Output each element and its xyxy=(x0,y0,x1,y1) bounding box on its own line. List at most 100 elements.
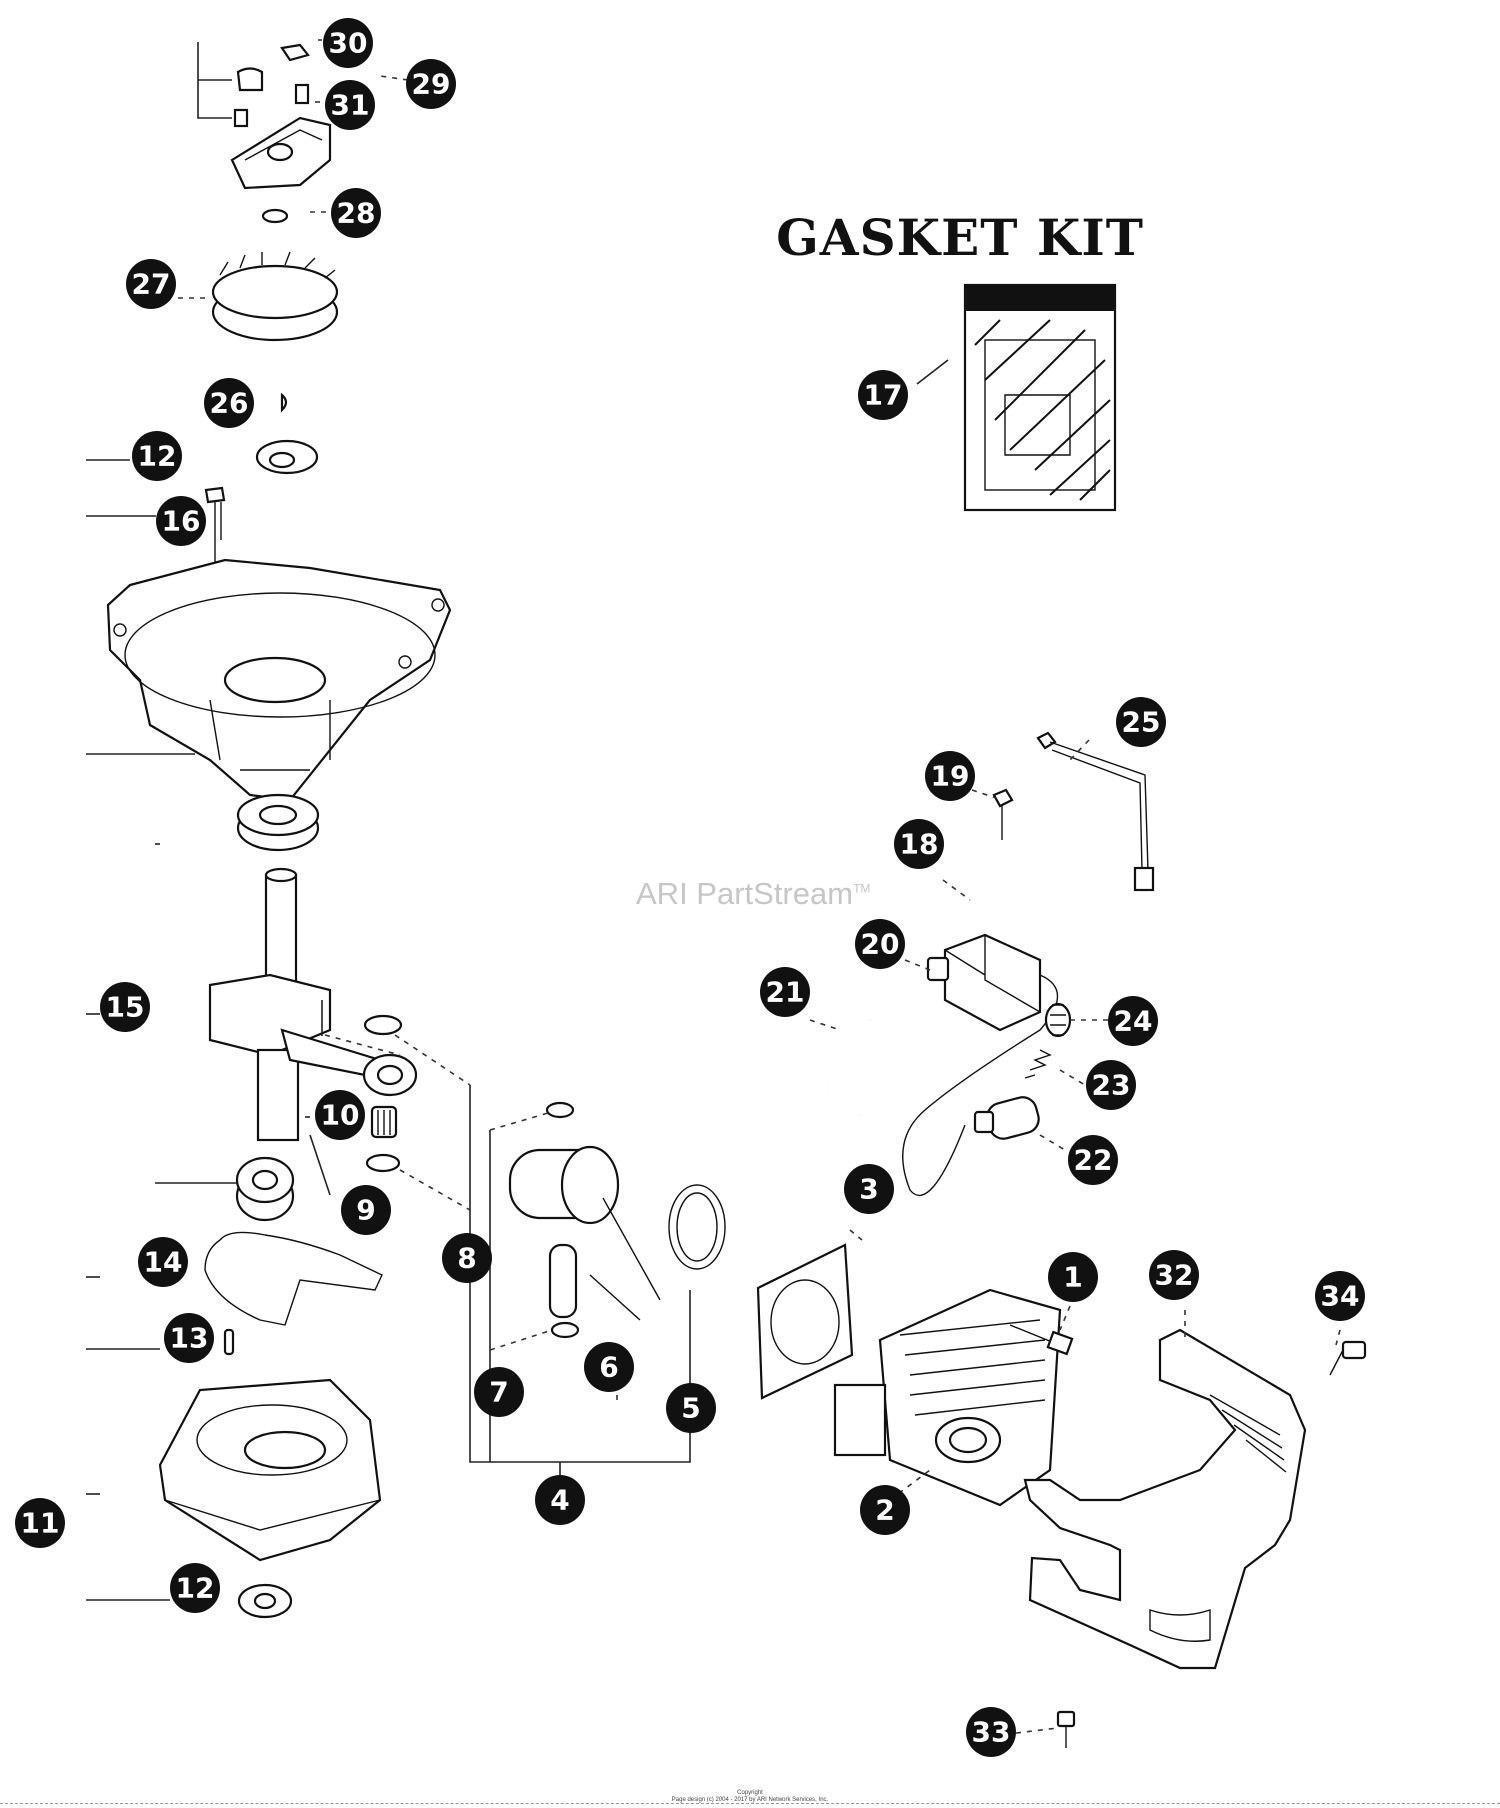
part-bearing-upper xyxy=(236,793,320,852)
svg-text:4: 4 xyxy=(550,1484,569,1517)
svg-text:23: 23 xyxy=(1092,1069,1131,1102)
part-washer-8 xyxy=(363,1014,403,1036)
svg-text:8: 8 xyxy=(457,1242,476,1275)
copyright-line-1: Copyright xyxy=(737,1790,763,1796)
svg-text:3: 3 xyxy=(859,1173,878,1206)
part-seal-12-top xyxy=(255,439,319,475)
part-ignition-coil xyxy=(902,933,1058,1196)
callout-13: 13 xyxy=(164,1313,214,1363)
callout-29: 29 xyxy=(406,59,456,109)
callout-18: 18 xyxy=(894,819,944,869)
part-crankcase-upper xyxy=(106,558,452,802)
part-tube-21-inner xyxy=(827,1019,871,1119)
part-spring-23 xyxy=(1024,1049,1052,1079)
callout-7: 7 xyxy=(474,1367,524,1417)
callout-20: 20 xyxy=(855,919,905,969)
callout-9: 9 xyxy=(341,1185,391,1235)
svg-text:18: 18 xyxy=(900,828,939,861)
part-bolt-1 xyxy=(1009,1324,1074,1356)
callout-28: 28 xyxy=(331,188,381,238)
svg-text:6: 6 xyxy=(599,1351,618,1384)
callout-24: 24 xyxy=(1108,996,1158,1046)
gasket-kit-box xyxy=(916,283,1117,512)
callout-4: 4 xyxy=(535,1475,585,1525)
copyright-line-2: Page design (c) 2004 - 2017 by ARI Netwo… xyxy=(671,1797,829,1803)
copyright-notice: Copyright Page design (c) 2004 - 2017 by… xyxy=(580,1790,920,1804)
callout-5: 5 xyxy=(666,1383,716,1433)
leader-lines xyxy=(86,39,1341,1734)
watermark-trademark: TM xyxy=(853,881,871,896)
part-plug-cap-22 xyxy=(973,1096,1040,1140)
callout-26: 26 xyxy=(204,378,254,428)
bottom-divider xyxy=(0,1803,1500,1805)
part-gasket-14 xyxy=(204,1231,383,1326)
watermark-text: ARI PartStream xyxy=(636,876,854,911)
part-engine-cover xyxy=(1023,1328,1307,1670)
callout-12-top: 12 xyxy=(132,431,182,481)
callout-14: 14 xyxy=(138,1237,188,1287)
svg-text:10: 10 xyxy=(321,1099,360,1132)
svg-text:15: 15 xyxy=(106,991,145,1024)
callout-2: 2 xyxy=(860,1485,910,1535)
callout-6: 6 xyxy=(584,1342,634,1392)
part-wire-25 xyxy=(1036,731,1155,892)
part-piston-ring xyxy=(668,1184,726,1270)
part-terminal-24 xyxy=(1044,1002,1072,1038)
callout-31: 31 xyxy=(325,80,375,130)
svg-text:19: 19 xyxy=(931,760,970,793)
part-screw-33 xyxy=(1056,1710,1076,1748)
callout-3: 3 xyxy=(844,1164,894,1214)
part-tube-21 xyxy=(827,1019,871,1119)
callout-33: 33 xyxy=(966,1707,1016,1757)
part-clip-20 xyxy=(926,956,950,982)
callout-30: 30 xyxy=(323,18,373,68)
callout-11: 11 xyxy=(15,1498,65,1548)
watermark-logo: ARI PartStreamTM xyxy=(636,876,870,912)
callout-21: 21 xyxy=(760,967,810,1017)
part-key-26 xyxy=(280,392,288,413)
part-washer-9 xyxy=(365,1153,401,1173)
svg-text:11: 11 xyxy=(21,1507,60,1540)
part-bearing-lower xyxy=(235,1156,295,1222)
part-crankshaft xyxy=(208,867,418,1142)
part-piston xyxy=(508,1101,661,1339)
callout-32: 32 xyxy=(1149,1250,1199,1300)
part-pin-13 xyxy=(223,1328,235,1356)
svg-text:16: 16 xyxy=(162,505,201,538)
bracket-group-4 xyxy=(394,1034,691,1490)
svg-text:24: 24 xyxy=(1114,1005,1153,1038)
part-needle-bearing-10 xyxy=(370,1105,398,1139)
svg-text:27: 27 xyxy=(132,268,171,301)
callout-34: 34 xyxy=(1315,1271,1365,1321)
part-screw-34 xyxy=(1329,1340,1367,1376)
part-washer-28 xyxy=(261,208,289,224)
svg-text:33: 33 xyxy=(972,1716,1011,1749)
svg-text:13: 13 xyxy=(170,1322,209,1355)
svg-text:9: 9 xyxy=(356,1194,375,1227)
callout-12-bottom: 12 xyxy=(170,1563,220,1613)
callout-22: 22 xyxy=(1068,1135,1118,1185)
svg-text:7: 7 xyxy=(489,1376,508,1409)
svg-text:32: 32 xyxy=(1155,1259,1194,1292)
svg-text:5: 5 xyxy=(681,1392,700,1425)
svg-text:1: 1 xyxy=(1063,1261,1082,1294)
part-seal-12-bottom xyxy=(237,1583,293,1619)
part-flywheel xyxy=(211,251,339,342)
svg-text:20: 20 xyxy=(861,928,900,961)
svg-text:2: 2 xyxy=(875,1494,894,1527)
callout-17: 17 xyxy=(858,370,908,420)
svg-text:30: 30 xyxy=(329,27,368,60)
callout-16: 16 xyxy=(156,496,206,546)
part-crankcase-lower xyxy=(158,1378,382,1562)
gasket-kit-title: GASKET KIT xyxy=(776,208,1144,267)
callout-27: 27 xyxy=(126,259,176,309)
part-top-cover xyxy=(197,42,332,190)
callout-15: 15 xyxy=(100,982,150,1032)
svg-text:12: 12 xyxy=(138,440,177,473)
svg-text:28: 28 xyxy=(337,197,376,230)
svg-text:26: 26 xyxy=(210,387,249,420)
svg-text:21: 21 xyxy=(766,976,805,1009)
svg-text:34: 34 xyxy=(1321,1280,1360,1313)
svg-text:31: 31 xyxy=(331,89,370,122)
